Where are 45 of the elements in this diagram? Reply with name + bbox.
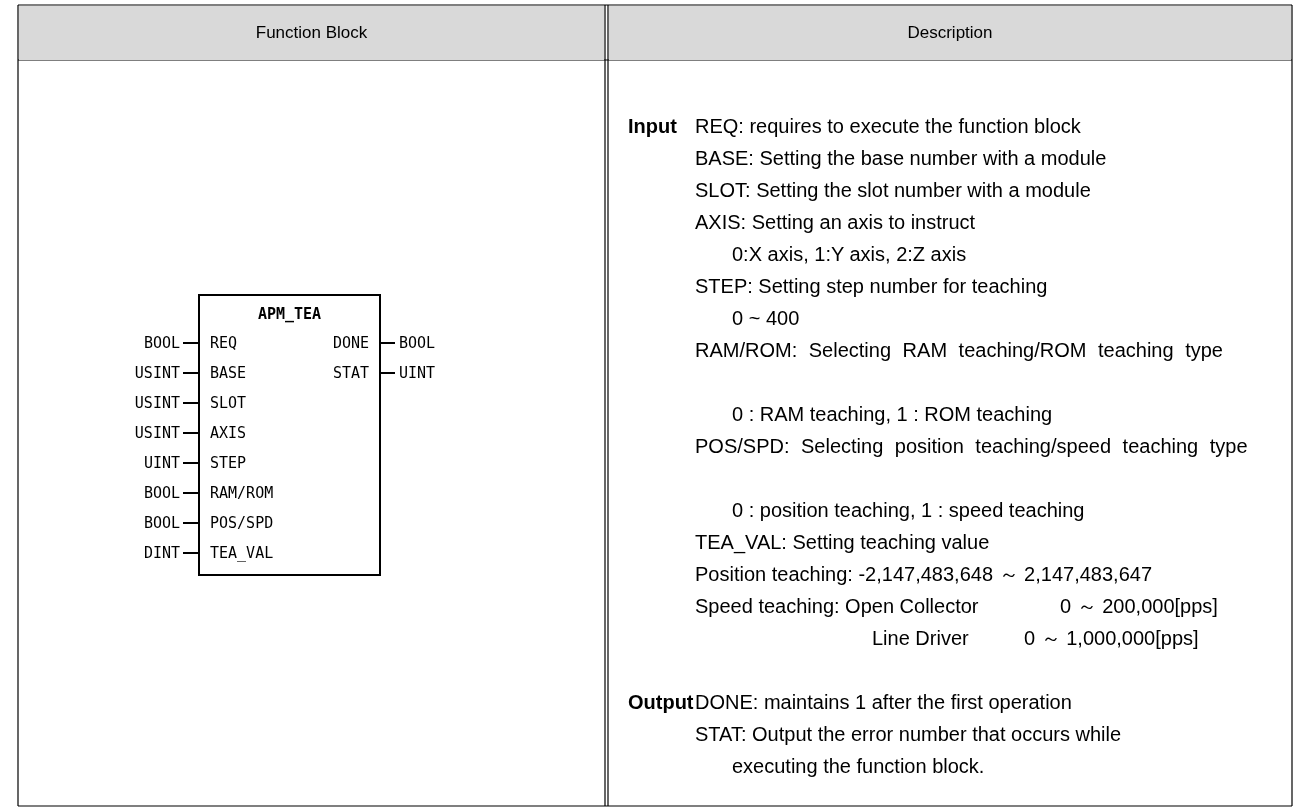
description-text: Line Driver [872,626,969,651]
pin-name: STEP [210,453,247,473]
description-text: BASE: Setting the base number with a module [695,146,1107,171]
description-text: Position teaching: -2,147,483,648 ～ 2,147,483,647 [695,562,1152,587]
description-text: STAT: Output the error number that occurs while executing the function block. [695,722,1123,779]
data-type: USINT [134,363,180,383]
description-text: AXIS: Setting an axis to instruct [695,210,976,235]
pin-name: BASE [210,363,247,383]
description-text: 0 : RAM teaching, 1 : ROM teaching [732,402,1053,427]
data-type: DINT [143,543,180,563]
description-text: 0 ～ 200,000[pps] [1060,594,1218,619]
description-text: RAM/ROM: Selecting RAM teaching/ROM teaching type [695,338,1224,363]
data-type: BOOL [399,333,436,353]
data-type: BOOL [143,483,180,503]
function-block [198,294,381,576]
pin-name: AXIS [210,423,247,443]
pin-name: STAT [332,363,369,383]
block-name: APM_TEA [256,304,323,324]
description-text: 0 : position teaching, 1 : speed teaching [732,498,1085,523]
description-text: POS/SPD: Selecting position teaching/speed teaching type [695,434,1249,459]
description-text: 0:X axis, 1:Y axis, 2:Z axis [732,242,967,267]
description-text: TEA_VAL: Setting teaching value [695,530,990,556]
data-type: UINT [143,453,180,473]
column-header: Function Block [19,6,604,60]
description-text: 0 ～ 1,000,000[pps] [1024,626,1199,651]
pin-name: DONE [332,333,369,353]
pin-name: SLOT [210,393,247,413]
description-text: DONE: maintains 1 after the first operation [695,690,1072,715]
column-header: Description [609,6,1291,60]
pin-name: TEA_VAL [210,543,274,563]
description-text: STEP: Setting step number for teaching [695,274,1048,299]
description-text: Speed teaching: Open Collector [695,594,979,619]
section-label: Input [628,114,677,139]
description-text: SLOT: Setting the slot number with a module [695,178,1091,203]
description-text: REQ: requires to execute the function block [695,114,1081,139]
pin-name: POS/SPD [210,513,274,533]
pin-name: REQ [210,333,238,353]
data-type: USINT [134,393,180,413]
section-label: Output [628,690,694,715]
description-text: 0 ~ 400 [732,306,800,331]
pin-name: RAM/ROM [210,483,274,503]
data-type: BOOL [143,333,180,353]
data-type: USINT [134,423,180,443]
data-type: UINT [399,363,436,383]
data-type: BOOL [143,513,180,533]
